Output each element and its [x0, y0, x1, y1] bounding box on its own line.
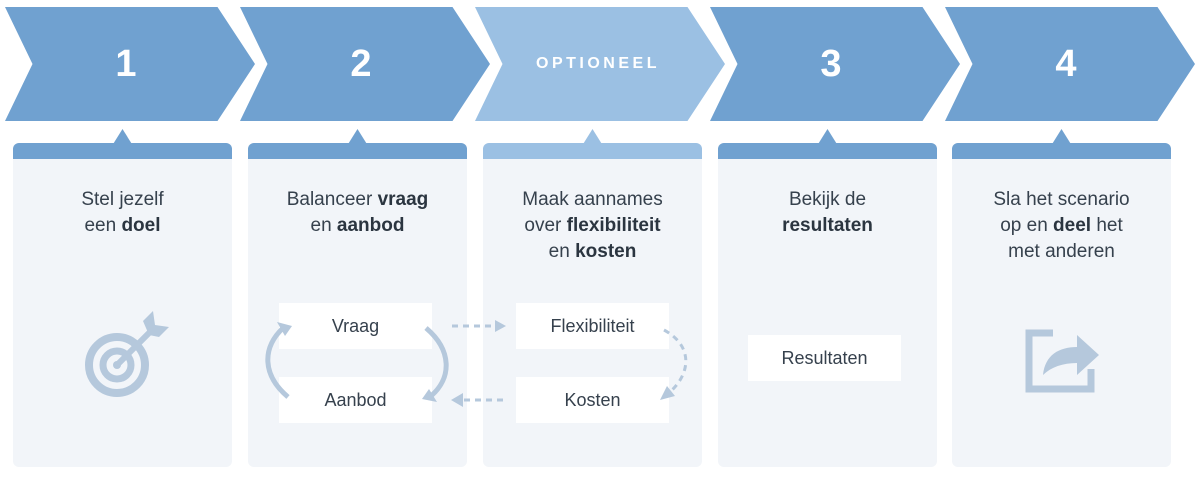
vraag-to-aanbod-arrow [424, 326, 449, 398]
target-icon [85, 311, 169, 397]
step-2-card-header [248, 143, 467, 159]
optional-step-label: OPTIONEEL [536, 55, 660, 72]
step-4-number: 4 [1055, 42, 1077, 85]
flexibiliteit-box: Flexibiliteit [516, 303, 669, 349]
vraag-box: Vraag [279, 303, 432, 349]
resultaten-box: Resultaten [748, 335, 901, 381]
optional-step-chevron: OPTIONEEL [475, 7, 725, 121]
aanbod-to-vraag-arrow [265, 326, 290, 399]
step-3-chevron: 3 [710, 7, 960, 121]
step-2-chevron: 2 [240, 7, 490, 121]
step-3-number: 3 [820, 42, 842, 85]
aanbod-box: Aanbod [279, 377, 432, 423]
step-1-number: 1 [115, 42, 137, 85]
optional-card-header [483, 143, 702, 159]
step-2-number: 2 [350, 42, 372, 85]
share-icon [1025, 329, 1099, 393]
step-4-card-header [952, 143, 1171, 159]
step-3-card-header [718, 143, 937, 159]
step-4-chevron: 4 [945, 7, 1195, 121]
step-1-chevron: 1 [5, 7, 255, 121]
step-1-card-header [13, 143, 232, 159]
flexibiliteit-to-kosten-arrow [663, 328, 688, 394]
kosten-box: Kosten [516, 377, 669, 423]
